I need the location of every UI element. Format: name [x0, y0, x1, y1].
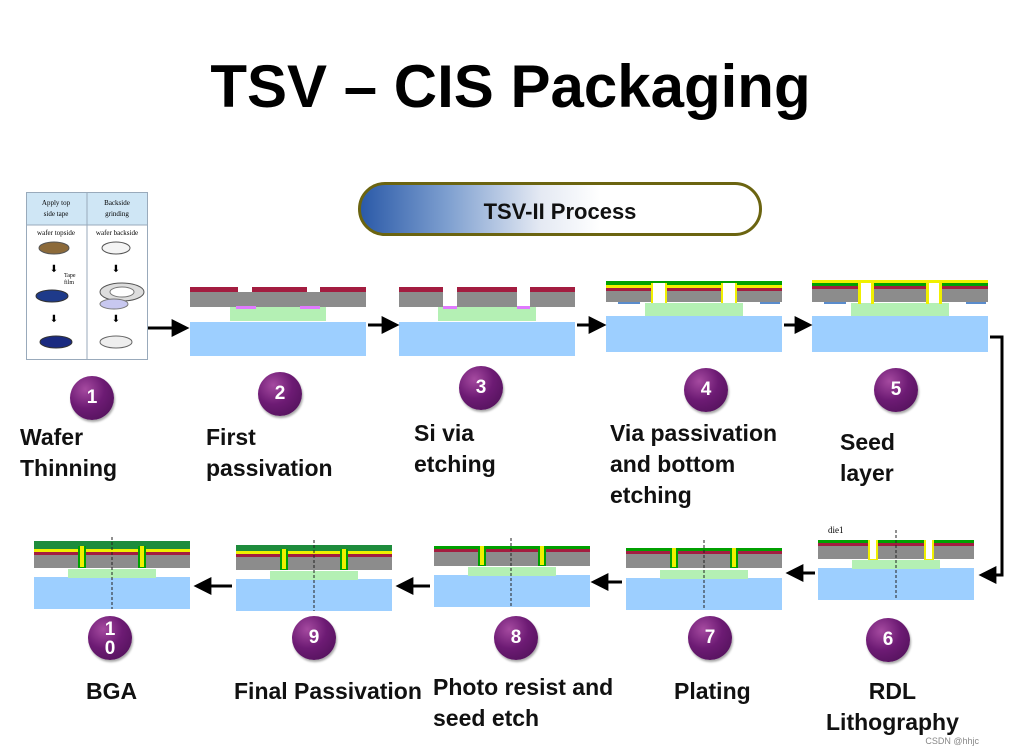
step-label-2: First passivation	[206, 424, 333, 481]
step-badge-8: 8	[494, 616, 538, 660]
down-arrow-icon: ⬇	[50, 264, 58, 275]
step-badge-10: 1 0	[88, 616, 132, 660]
step-label-6: RDL Lithography	[826, 678, 959, 735]
inset-col2-header-line2: grinding	[105, 210, 129, 218]
inset-col1-sub: wafer topside	[37, 229, 75, 237]
wafer-backside-icon	[101, 241, 131, 255]
taped-wafer-icon	[35, 289, 69, 303]
inset-col1-header-line1: Apply top	[42, 199, 71, 207]
inset-tape-label-line1: Tape	[64, 273, 76, 279]
die-label: die1	[828, 525, 844, 535]
step-label-4: Via passivation and bottom etching	[610, 420, 778, 508]
cross-section-step-7	[626, 540, 782, 610]
wafer-thinning-inset: Apply top side tape Backside grinding wa…	[26, 192, 148, 360]
process-label: TSV-II Process	[483, 199, 637, 224]
step-badge-9: 9	[292, 616, 336, 660]
cross-section-step-9	[236, 540, 392, 611]
step-label-9: Final Passivation	[234, 678, 422, 704]
cross-section-step-2	[190, 287, 366, 356]
cross-section-step-3	[399, 287, 575, 356]
cross-section-step-5	[812, 280, 988, 352]
step-badge-3: 3	[459, 366, 503, 410]
step-label-3: Si via etching	[414, 420, 496, 477]
cross-section-step-4	[606, 281, 782, 352]
step-badge-6: 6	[866, 618, 910, 662]
cross-section-step-6: die1	[818, 525, 974, 600]
down-arrow-icon: ⬇	[50, 314, 58, 325]
step-badge-2: 2	[258, 372, 302, 416]
down-arrow-icon: ⬇	[112, 314, 120, 325]
step-label-7: Plating	[674, 678, 751, 704]
step-badge-5: 5	[874, 368, 918, 412]
down-arrow-icon: ⬇	[112, 264, 120, 275]
process-banner: TSV-II Process	[358, 182, 762, 236]
cross-section-step-10	[34, 537, 190, 609]
step-badge-4: 4	[684, 368, 728, 412]
step-label-8: Photo resist and seed etch	[433, 674, 614, 731]
inset-col1-header-line2: side tape	[44, 210, 69, 218]
step-badge-1: 1	[70, 376, 114, 420]
step-label-1: Wafer Thinning	[20, 424, 118, 481]
inset-tape-label-line2: film	[64, 279, 74, 286]
wafer-topside-icon	[38, 241, 70, 255]
inset-col2-header-line1: Backside	[104, 199, 130, 207]
watermark: CSDN @hhjc	[925, 736, 979, 746]
step-badge-7: 7	[688, 616, 732, 660]
thinned-wafer-icon	[39, 335, 73, 349]
page-title: TSV – CIS Packaging	[210, 53, 811, 120]
ground-wafer-icon	[99, 335, 133, 349]
step-label-10: BGA	[86, 678, 138, 704]
inset-col2-sub: wafer backside	[96, 229, 138, 237]
cross-section-step-8	[434, 538, 590, 607]
step-label-5: Seed layer	[840, 429, 895, 486]
flow-arrows	[148, 316, 1004, 595]
